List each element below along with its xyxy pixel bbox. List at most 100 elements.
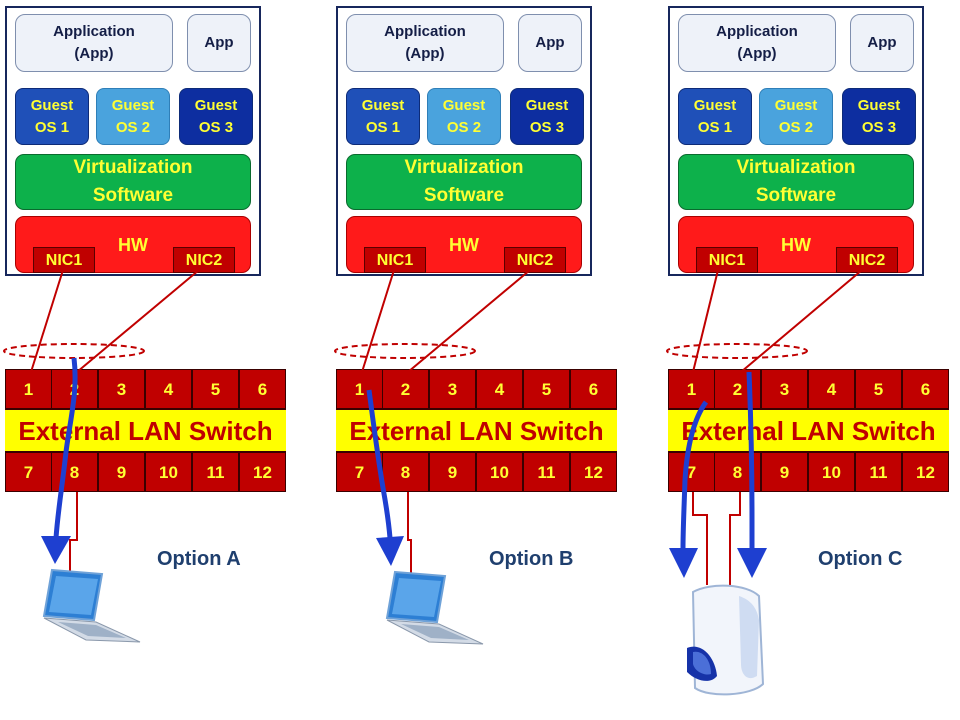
- arrow-head-2: [737, 548, 767, 578]
- switch-port: 6: [239, 369, 286, 409]
- application-box: Application (App): [15, 14, 173, 72]
- app-box: App: [850, 14, 914, 72]
- option-label: Option B: [489, 548, 574, 570]
- switch-port: 3: [98, 369, 145, 409]
- application-box: Application (App): [346, 14, 504, 72]
- nic1: NIC1: [696, 247, 758, 273]
- switch-port: 11: [523, 452, 570, 492]
- switch-port: 5: [523, 369, 570, 409]
- hardware-box: HW NIC1 NIC2: [15, 216, 251, 273]
- nic1-link: [30, 269, 64, 373]
- switch-port: 7: [336, 452, 383, 492]
- host-server: Application (App) App Guest OS 1 Guest O…: [5, 6, 261, 276]
- option-a-panel: Application (App) App Guest OS 1 Guest O…: [0, 0, 330, 720]
- virtualization-software: Virtualization Software: [678, 154, 914, 210]
- laptop-icon: [385, 570, 484, 645]
- switch-port: 2: [714, 369, 761, 409]
- external-lan-switch: 1 2 3 4 5 6 External LAN Switch 7 8 9 10…: [5, 369, 286, 492]
- arrow-head: [376, 536, 404, 566]
- switch-port: 10: [476, 452, 523, 492]
- switch-port: 8: [51, 452, 98, 492]
- server-icon: [687, 584, 765, 696]
- guest-os-2: Guest OS 2: [427, 88, 501, 145]
- nic2-link: [740, 269, 863, 373]
- switch-port: 9: [761, 452, 808, 492]
- guest-os-1: Guest OS 1: [678, 88, 752, 145]
- switch-port: 1: [668, 369, 715, 409]
- nic-team-ellipse: [666, 343, 808, 359]
- nic1-link: [361, 269, 395, 373]
- switch-port: 9: [429, 452, 476, 492]
- virtualization-software: Virtualization Software: [15, 154, 251, 210]
- switch-port: 1: [5, 369, 52, 409]
- guest-os-3: Guest OS 3: [842, 88, 916, 145]
- nic2: NIC2: [836, 247, 898, 273]
- switch-label: External LAN Switch: [5, 409, 286, 452]
- switch-port: 7: [668, 452, 715, 492]
- arrow-head-1: [669, 548, 698, 578]
- laptop-icon: [42, 568, 141, 643]
- switch-port: 7: [5, 452, 52, 492]
- guest-os-2: Guest OS 2: [759, 88, 833, 145]
- virtualization-software: Virtualization Software: [346, 154, 582, 210]
- hardware-box: HW NIC1 NIC2: [678, 216, 914, 273]
- nic1-link: [692, 269, 719, 373]
- app-box: App: [518, 14, 582, 72]
- hardware-box: HW NIC1 NIC2: [346, 216, 582, 273]
- switch-port: 8: [382, 452, 429, 492]
- server-cable-2: [729, 492, 741, 585]
- guest-os-1: Guest OS 1: [15, 88, 89, 145]
- host-server: Application (App) App Guest OS 1 Guest O…: [668, 6, 924, 276]
- switch-port: 11: [192, 452, 239, 492]
- external-lan-switch: 1 2 3 4 5 6 External LAN Switch 7 8 9 10…: [336, 369, 617, 492]
- switch-port: 3: [429, 369, 476, 409]
- hw-label: HW: [781, 235, 811, 255]
- switch-port: 4: [476, 369, 523, 409]
- guest-os-3: Guest OS 3: [510, 88, 584, 145]
- switch-label: External LAN Switch: [336, 409, 617, 452]
- switch-port: 10: [808, 452, 855, 492]
- app-box: App: [187, 14, 251, 72]
- nic1: NIC1: [33, 247, 95, 273]
- nic2: NIC2: [173, 247, 235, 273]
- switch-port: 5: [192, 369, 239, 409]
- switch-port: 12: [570, 452, 617, 492]
- switch-port: 8: [714, 452, 761, 492]
- laptop-cable: [69, 492, 78, 578]
- guest-os-1: Guest OS 1: [346, 88, 420, 145]
- switch-port: 3: [761, 369, 808, 409]
- nic-team-ellipse: [3, 343, 145, 359]
- switch-port: 1: [336, 369, 383, 409]
- switch-port: 2: [51, 369, 98, 409]
- switch-port: 6: [902, 369, 949, 409]
- switch-port: 4: [145, 369, 192, 409]
- nic2: NIC2: [504, 247, 566, 273]
- switch-port: 11: [855, 452, 902, 492]
- option-label: Option A: [157, 548, 241, 570]
- hw-label: HW: [449, 235, 479, 255]
- switch-port: 10: [145, 452, 192, 492]
- nic-team-ellipse: [334, 343, 476, 359]
- arrow-head: [41, 536, 71, 564]
- option-c-panel: Application (App) App Guest OS 1 Guest O…: [663, 0, 960, 720]
- guest-os-2: Guest OS 2: [96, 88, 170, 145]
- nic1: NIC1: [364, 247, 426, 273]
- host-server: Application (App) App Guest OS 1 Guest O…: [336, 6, 592, 276]
- laptop-cable: [407, 492, 412, 578]
- switch-port: 9: [98, 452, 145, 492]
- switch-port: 5: [855, 369, 902, 409]
- hw-label: HW: [118, 235, 148, 255]
- switch-port: 12: [239, 452, 286, 492]
- switch-label: External LAN Switch: [668, 409, 949, 452]
- external-lan-switch: 1 2 3 4 5 6 External LAN Switch 7 8 9 10…: [668, 369, 949, 492]
- option-label: Option C: [818, 548, 903, 570]
- option-b-panel: Application (App) App Guest OS 1 Guest O…: [331, 0, 661, 720]
- nic2-link: [407, 269, 531, 373]
- switch-port: 6: [570, 369, 617, 409]
- switch-port: 12: [902, 452, 949, 492]
- switch-port: 2: [382, 369, 429, 409]
- nic2-link: [76, 269, 200, 373]
- switch-port: 4: [808, 369, 855, 409]
- application-box: Application (App): [678, 14, 836, 72]
- server-cable-1: [692, 492, 708, 585]
